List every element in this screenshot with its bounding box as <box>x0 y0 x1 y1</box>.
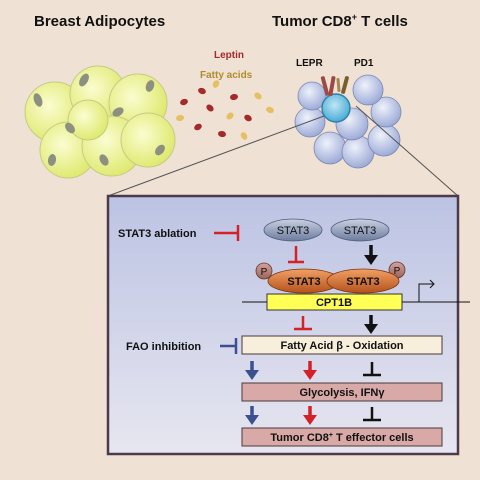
stat3-label-left: STAT3 <box>277 225 310 237</box>
adipocyte-cell <box>67 99 109 141</box>
effector-black-inhibit <box>363 407 381 422</box>
fatty-acid-particle <box>212 80 220 88</box>
stat3-activation-blocked-symbol <box>288 246 304 264</box>
lepr-label: LEPR <box>296 58 323 69</box>
fatty-acid-particle <box>254 92 262 100</box>
adipocyte-nuclei <box>33 73 165 166</box>
phospho-badge-left <box>255 262 273 280</box>
stat3-unphosphorylated-left <box>263 218 323 242</box>
tcell <box>352 74 384 106</box>
secreted-particles <box>176 80 274 140</box>
tcells-title: Tumor CD8+ T cells <box>272 12 408 30</box>
adipocytes-title: Breast Adipocytes <box>34 13 165 30</box>
leptin-particle <box>230 93 238 101</box>
highlighted-tcell <box>321 93 351 123</box>
tcell-cluster <box>294 74 402 169</box>
leptin-label: Leptin <box>214 50 244 61</box>
glycolysis-blue-arrow <box>245 361 259 380</box>
effector-red-arrow <box>303 406 317 425</box>
leptin-particle <box>206 104 214 112</box>
stat3-phosphorylated-right <box>326 268 400 294</box>
fatty-acids-label: Fatty acids <box>200 70 253 81</box>
stat3-unphosphorylated-right <box>330 218 390 242</box>
effector-blue-arrow <box>245 406 259 425</box>
tcell <box>370 96 402 128</box>
fao-label: Fatty Acid β - Oxidation <box>280 340 403 352</box>
lepr-receptor <box>320 76 336 96</box>
zoom-line-left <box>107 115 325 197</box>
fatty-acid-particle <box>240 132 248 140</box>
pd1-label: PD1 <box>354 58 374 69</box>
fatty-acid-particle <box>226 112 234 120</box>
fatty-acid-particle <box>266 106 274 114</box>
effector-box <box>241 427 443 447</box>
cpt1b-label: CPT1B <box>316 297 352 309</box>
stat3-phospho-label-left: STAT3 <box>287 276 320 288</box>
leptin-particle <box>198 87 206 95</box>
fao-inhibition-label: FAO inhibition <box>126 341 201 353</box>
stat3-phospho-label-right: STAT3 <box>346 276 379 288</box>
phospho-label-left: P <box>261 267 268 278</box>
stat3-label-right: STAT3 <box>344 225 377 237</box>
stat3-ablation-label: STAT3 ablation <box>118 228 197 240</box>
glycolysis-box <box>241 382 443 402</box>
leptin-particle <box>180 98 188 106</box>
leptin-particle <box>218 130 226 138</box>
phospho-label-right: P <box>394 266 401 277</box>
stat3-activation-arrow <box>364 245 378 265</box>
fao-activation-arrow <box>364 315 378 334</box>
fatty-acid-particle <box>176 114 184 122</box>
leptin-particle <box>244 114 252 122</box>
cpt1b-gene-box <box>266 293 403 311</box>
zoom-line-right <box>355 105 459 197</box>
stat3-ablation-inhibit-symbol <box>214 225 240 241</box>
fao-inhibition-symbol <box>220 338 238 354</box>
tcell <box>313 131 347 165</box>
pd1-receptor <box>336 76 349 94</box>
tcell <box>297 81 327 111</box>
fao-box <box>241 335 443 355</box>
effector-label: Tumor CD8+ T effector cells <box>270 432 413 444</box>
glycolysis-red-arrow <box>303 361 317 380</box>
fao-blocked-symbol <box>294 316 312 331</box>
glycolysis-black-inhibit <box>363 362 381 377</box>
transcription-start-arrow <box>418 279 435 302</box>
glycolysis-label: Glycolysis, IFNγ <box>300 387 386 399</box>
leptin-particle <box>194 123 202 131</box>
tcell <box>294 106 326 138</box>
adipocyte-cell <box>120 112 176 168</box>
